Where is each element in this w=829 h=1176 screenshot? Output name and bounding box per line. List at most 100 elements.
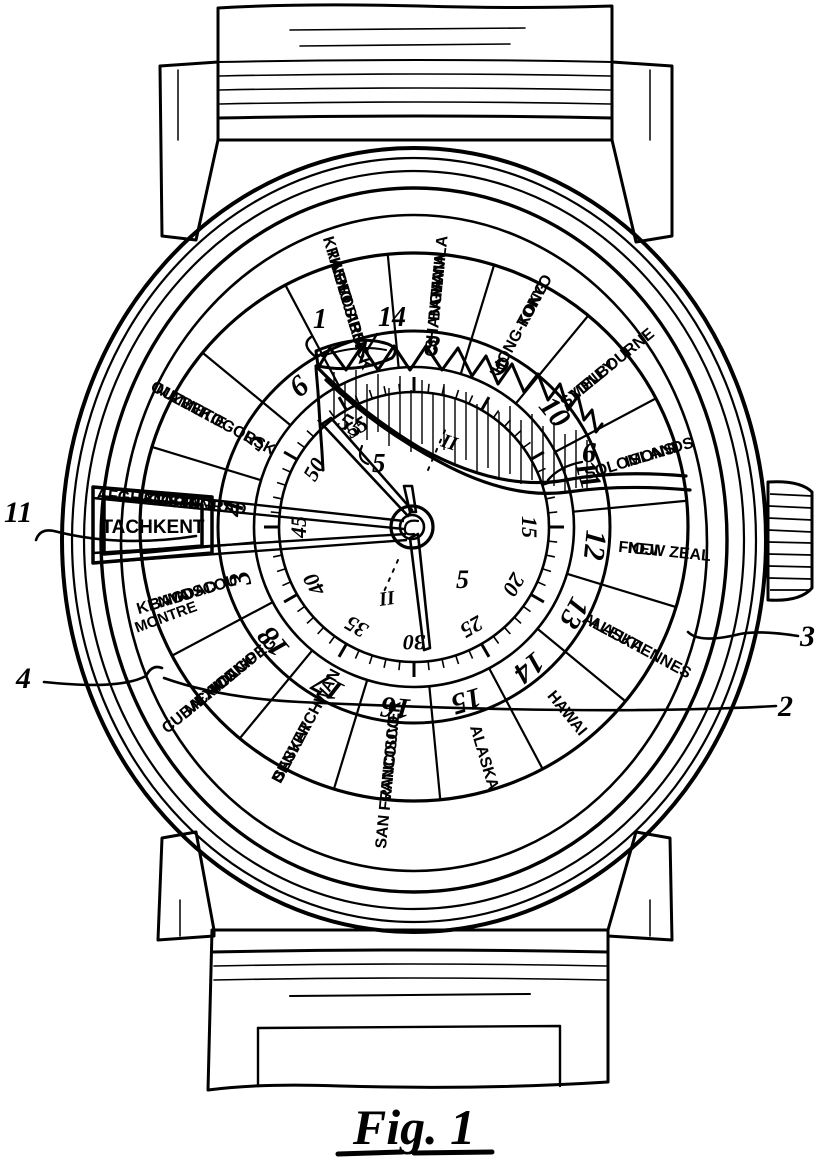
sector-divider — [488, 667, 544, 770]
city-label: HAWAI — [544, 688, 590, 739]
sector-divider — [554, 397, 657, 453]
tachkent-label: TACHKENT — [101, 517, 204, 538]
hour-numeral-4: 4 — [216, 500, 250, 519]
sector-divider — [151, 445, 262, 482]
minute-numeral-50: 50 — [298, 453, 331, 485]
lower-right-lug — [606, 830, 674, 942]
minute-tick-minor — [522, 605, 531, 613]
upper-strap — [216, 3, 614, 142]
minute-numeral-20: 20 — [498, 568, 531, 600]
hour-numeral-16: 16 — [379, 690, 412, 726]
minute-tick-minor — [270, 511, 280, 514]
minute-tick-minor — [368, 389, 374, 399]
minute-tick-minor — [537, 581, 546, 587]
hour-numeral-15: 15 — [447, 681, 485, 721]
minute-tick-minor — [548, 511, 558, 514]
minute-tick-minor — [468, 395, 474, 404]
minute-tick-minor — [276, 567, 286, 573]
city-label: FIOJI — [618, 539, 660, 560]
minute-tick-minor — [306, 616, 315, 624]
minute-tick-major — [283, 593, 298, 604]
watch-hands — [320, 416, 435, 652]
minute-tick-minor — [272, 496, 283, 500]
sector-divider — [332, 679, 369, 790]
city-label: NEW ZEAL — [627, 540, 712, 565]
minute-tick-minor — [383, 658, 387, 669]
minute-tick-minor — [542, 567, 552, 573]
inner-dial-marks: II II 5 — [377, 427, 469, 611]
minute-numeral-35: 35 — [340, 611, 372, 644]
watch-case — [60, 146, 768, 934]
lower-strap — [206, 928, 610, 1092]
ref-4: 4 — [15, 662, 31, 695]
inner-mark-upper: II — [438, 430, 462, 456]
minute-tick-minor — [441, 658, 445, 669]
figure-caption: Fig. 1 — [335, 1099, 495, 1157]
ref-5: 5 — [372, 448, 386, 478]
minute-tick-minor — [522, 441, 531, 449]
minute-tick-minor — [492, 410, 500, 419]
minute-tick-minor — [368, 655, 374, 665]
inner-mark-lower: II — [377, 587, 398, 611]
minute-tick-major — [530, 450, 545, 461]
sector-divider — [536, 627, 627, 703]
minute-tick-minor — [317, 626, 325, 635]
city-label: ALASKA — [466, 723, 502, 792]
zigzag-break-line — [314, 344, 604, 492]
watch-dial — [138, 251, 690, 803]
minute-numeral-45: 45 — [286, 516, 311, 539]
minute-tick-marks — [264, 377, 564, 677]
lower-left-lug — [156, 830, 216, 942]
minute-tick-major — [283, 450, 298, 461]
minute-tick-minor — [537, 467, 546, 473]
minute-tick-minor — [383, 385, 387, 396]
numeral-8: 5 — [456, 565, 469, 594]
upper-left-lug — [158, 60, 220, 242]
minute-tick-minor — [354, 650, 360, 659]
minute-tick-minor — [272, 554, 283, 558]
minute-tick-minor — [427, 383, 430, 393]
minute-tick-minor — [398, 661, 401, 671]
disc-edge-detail — [314, 338, 397, 371]
minute-tick-minor — [492, 635, 500, 644]
sector-divider — [201, 351, 292, 427]
minute-tick-minor — [468, 650, 474, 659]
minute-tick-major — [480, 643, 491, 658]
sector-divider — [428, 686, 442, 800]
ref-11: 11 — [4, 496, 32, 529]
sector-divider — [238, 649, 314, 740]
minute-tick-minor — [545, 554, 556, 558]
city-label: BATAVIA — [426, 252, 450, 321]
hour-numeral-8: 8 — [423, 329, 441, 363]
minute-tick-major — [530, 593, 545, 604]
ref-2: 2 — [777, 690, 793, 723]
ref-6: 6 — [582, 438, 596, 469]
ref-3: 3 — [799, 620, 815, 653]
minute-tick-major — [337, 643, 348, 658]
figure-caption-text: Fig. 1 — [352, 1099, 475, 1155]
minute-tick-minor — [297, 441, 306, 449]
minute-tick-minor — [454, 655, 460, 665]
minute-tick-minor — [545, 496, 556, 500]
city-label: ISLANDS — [623, 434, 695, 471]
sector-divider — [573, 499, 687, 513]
hour-numeral-12: 12 — [577, 529, 613, 562]
minute-tick-minor — [503, 626, 511, 635]
minute-tick-minor — [548, 540, 558, 543]
minute-numeral-25: 25 — [456, 610, 488, 643]
city-label: MANILA — [428, 234, 451, 298]
minute-tick-minor — [427, 661, 430, 671]
sector-divider — [171, 601, 274, 657]
minute-tick-minor — [513, 430, 522, 438]
winding-crown[interactable] — [766, 480, 814, 602]
city-label: THIBET — [322, 246, 355, 306]
ref-1: 1 — [313, 304, 327, 335]
city-label: DENVER — [269, 719, 316, 786]
upper-right-lug — [610, 60, 674, 244]
sector-divider — [566, 572, 677, 609]
minute-tick-minor — [513, 616, 522, 624]
minute-tick-minor — [306, 430, 315, 438]
cutaway-edge — [314, 364, 692, 495]
sector-divider — [459, 264, 496, 375]
